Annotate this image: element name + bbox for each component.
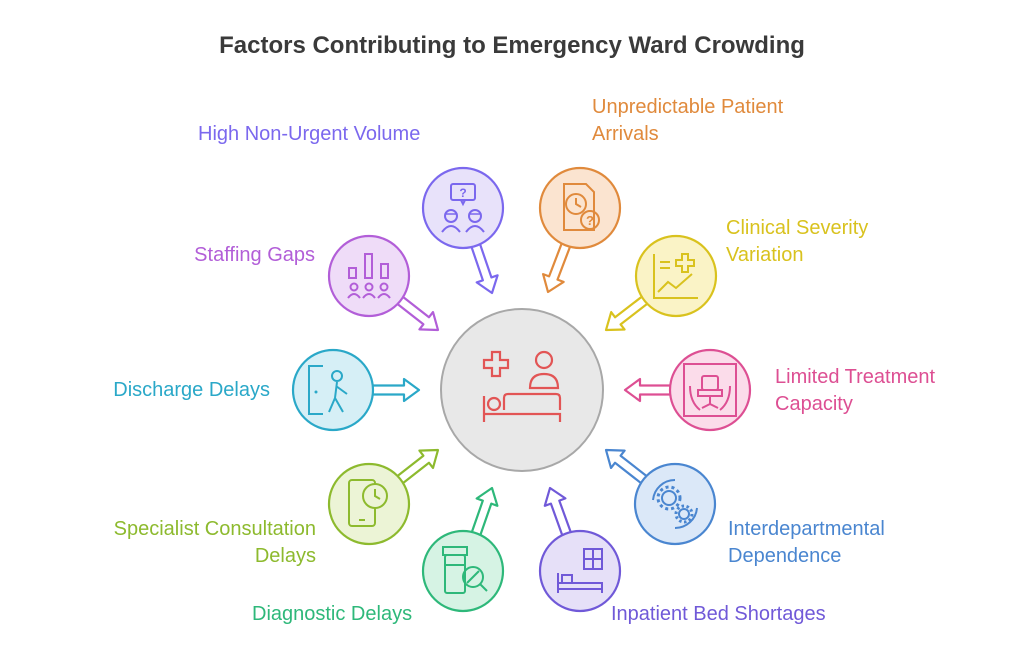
factor-label-line: Discharge Delays: [113, 379, 270, 401]
treatment-chair-icon: [683, 363, 737, 417]
question-people-icon: ?: [441, 183, 485, 233]
hospital-bed-patient-icon: [482, 350, 562, 422]
factor-label-line: Clinical Severity: [726, 217, 869, 239]
factor-circle-unpredictable-patient-arrivals: [538, 166, 622, 250]
svg-text:?: ?: [459, 186, 466, 200]
factor-label-high-non-urgent-volume: High Non-Urgent Volume: [198, 121, 420, 148]
factor-label-inpatient-bed-shortages: Inpatient Bed Shortages: [611, 601, 826, 628]
factor-node-high-non-urgent-volume: ?: [421, 166, 505, 295]
factor-label-line: High Non-Urgent Volume: [198, 123, 421, 145]
factor-label-diagnostic-delays: Diagnostic Delays: [252, 601, 412, 628]
hospital-bed-icon: [557, 548, 603, 593]
factor-node-limited-treatment-capacity: [623, 348, 752, 432]
factor-node-unpredictable-patient-arrivals: ?: [538, 166, 622, 294]
phone-clock-icon: [348, 479, 388, 527]
factor-label-line: Arrivals: [592, 123, 659, 145]
svg-text:?: ?: [586, 213, 594, 228]
gears-cycle-icon: [652, 478, 698, 530]
factor-node-interdepartmental-dependence: [604, 448, 717, 546]
factor-label-line: Capacity: [775, 393, 853, 415]
factor-label-line: Staffing Gaps: [194, 244, 315, 266]
factor-label-line: Delays: [254, 545, 316, 567]
factor-node-specialist-consultation-delays: [327, 448, 440, 546]
factor-label-line: Diagnostic Delays: [252, 603, 413, 625]
exit-door-icon: [308, 365, 348, 415]
factor-label-staffing-gaps: Staffing Gaps: [194, 242, 315, 269]
medical-chart-icon: [653, 253, 698, 299]
staff-bar-chart-icon: [347, 253, 391, 299]
factor-label-line: Variation: [726, 244, 804, 266]
factor-circle-discharge-delays: [291, 348, 375, 432]
arrow-discharge-delays: [365, 377, 421, 403]
clock-question-document-icon: ?: [563, 183, 600, 231]
factor-circle-interdepartmental-dependence: [633, 462, 717, 546]
factor-label-line: Dependence: [728, 545, 842, 567]
factor-label-line: Specialist Consultation: [113, 518, 316, 540]
factor-circle-inpatient-bed-shortages: [538, 529, 622, 613]
pill-bottle-icon: [442, 546, 488, 594]
factor-circle-diagnostic-delays: [421, 529, 505, 613]
factor-node-inpatient-bed-shortages: [538, 486, 622, 613]
factor-label-line: Unpredictable Patient: [592, 96, 784, 118]
arrow-limited-treatment-capacity: [623, 377, 678, 403]
factor-label-line: Inpatient Bed Shortages: [611, 603, 826, 625]
factor-circle-high-non-urgent-volume: [421, 166, 505, 250]
factor-label-line: Limited Treatment: [775, 366, 936, 388]
factor-node-staffing-gaps: [327, 234, 440, 332]
factor-node-diagnostic-delays: [421, 486, 505, 613]
factor-node-clinical-severity-variation: [604, 234, 718, 332]
diagram-title: Factors Contributing to Emergency Ward C…: [219, 32, 805, 59]
factor-label-line: Interdepartmental: [728, 518, 885, 540]
factor-label-discharge-delays: Discharge Delays: [113, 377, 270, 404]
factor-circle-clinical-severity-variation: [634, 234, 718, 318]
center-node: [440, 308, 604, 472]
factor-circle-staffing-gaps: [327, 234, 411, 318]
factor-node-discharge-delays: [291, 348, 421, 432]
